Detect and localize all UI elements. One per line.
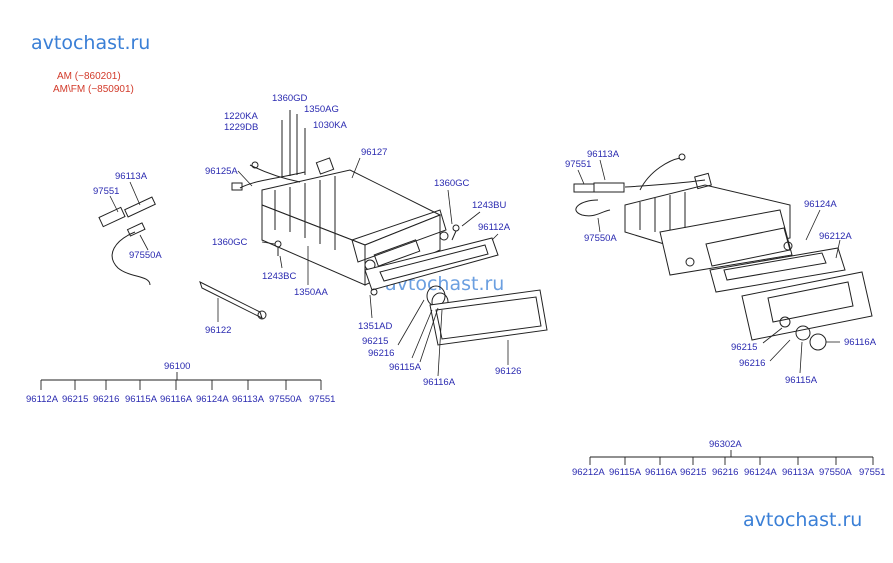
part-label-96122: 96122 — [205, 325, 232, 336]
part-label-96216-left: 96216 — [368, 348, 395, 359]
face-plate-left — [429, 289, 548, 346]
antenna-cable-left — [98, 196, 156, 286]
part-label-96125a: 96125A — [205, 166, 238, 177]
tree-item-right: 96216 — [712, 467, 739, 478]
wiring-harness-left — [231, 110, 335, 191]
part-label-1030ka: 1030KA — [313, 120, 347, 131]
radio-body-left — [261, 169, 449, 286]
part-label-1360gc-left: 1360GC — [212, 237, 248, 248]
part-label-96113a-right: 96113A — [587, 149, 620, 160]
part-label-1360gd: 1360GD — [272, 93, 308, 104]
tree-item-left: 96216 — [93, 394, 120, 405]
radio-body-right — [624, 184, 793, 276]
tree-item-right: 96115A — [609, 467, 642, 478]
part-label-1351ad: 1351AD — [358, 321, 393, 332]
ground-strap — [199, 281, 267, 320]
part-label-1360gc-right: 1360GC — [434, 178, 470, 189]
part-label-96126: 96126 — [495, 366, 522, 377]
note-amfm: AM\FM (−850901) — [53, 84, 134, 95]
part-label-1220ka: 1220KA — [224, 111, 258, 122]
part-label-96212a-right: 96212A — [819, 231, 852, 242]
part-label-96116a-right: 96116A — [844, 337, 877, 348]
part-label-97550a-right: 97550A — [584, 233, 617, 244]
leader-lines — [109, 157, 841, 377]
tree-item-right: 96212A — [572, 467, 605, 478]
part-label-96113a-left: 96113A — [115, 171, 148, 182]
part-label-1229db: 1229DB — [224, 122, 259, 133]
front-bezel-right — [709, 247, 846, 293]
part-label-96115a-right: 96115A — [785, 375, 818, 386]
tree-item-right: 96215 — [680, 467, 707, 478]
tree-item-left: 96116A — [160, 394, 193, 405]
tree-item-left: 97550A — [269, 394, 302, 405]
tree-bracket-right — [589, 450, 874, 465]
part-label-96116a-left: 96116A — [423, 377, 456, 388]
note-am: AM (−860201) — [57, 71, 121, 82]
tree-item-right: 96113A — [782, 467, 815, 478]
watermark-top: avtochast.ru — [31, 32, 151, 54]
part-label-96115a-left: 96115A — [389, 362, 422, 373]
watermark-bottom: avtochast.ru — [743, 509, 863, 531]
part-label-1243bc: 1243BC — [262, 271, 297, 282]
tree-item-left: 96124A — [196, 394, 229, 405]
tree-item-right: 96124A — [744, 467, 777, 478]
part-label-97550a-left: 97550A — [129, 250, 162, 261]
tree-root-right: 96302A — [709, 439, 742, 450]
face-plate-right — [741, 271, 873, 341]
part-label-96215-left: 96215 — [362, 336, 389, 347]
tree-root-left: 96100 — [164, 361, 191, 372]
tree-item-right: 96116A — [645, 467, 678, 478]
part-label-96127: 96127 — [361, 147, 388, 158]
tree-item-left: 96215 — [62, 394, 89, 405]
part-label-97551-left: 97551 — [93, 186, 120, 197]
tree-bracket-left — [40, 372, 322, 390]
part-label-1243bu: 1243BU — [472, 200, 507, 211]
tree-item-right: 97550A — [819, 467, 852, 478]
wiring-harness-right — [624, 153, 712, 191]
part-label-1350aa: 1350AA — [294, 287, 328, 298]
part-label-96124a-right: 96124A — [804, 199, 837, 210]
tree-item-right: 97551 — [859, 467, 886, 478]
part-label-96215-right: 96215 — [731, 342, 758, 353]
tree-item-left: 97551 — [309, 394, 336, 405]
part-label-96112a-left: 96112A — [478, 222, 511, 233]
part-label-96216-right: 96216 — [739, 358, 766, 369]
antenna-cable-right — [573, 182, 625, 217]
tree-item-left: 96113A — [232, 394, 265, 405]
tree-item-left: 96115A — [125, 394, 158, 405]
tree-item-left: 96112A — [26, 394, 59, 405]
part-label-1350ag: 1350AG — [304, 104, 339, 115]
front-bezel-left — [364, 237, 499, 291]
part-label-97551-right: 97551 — [565, 159, 592, 170]
